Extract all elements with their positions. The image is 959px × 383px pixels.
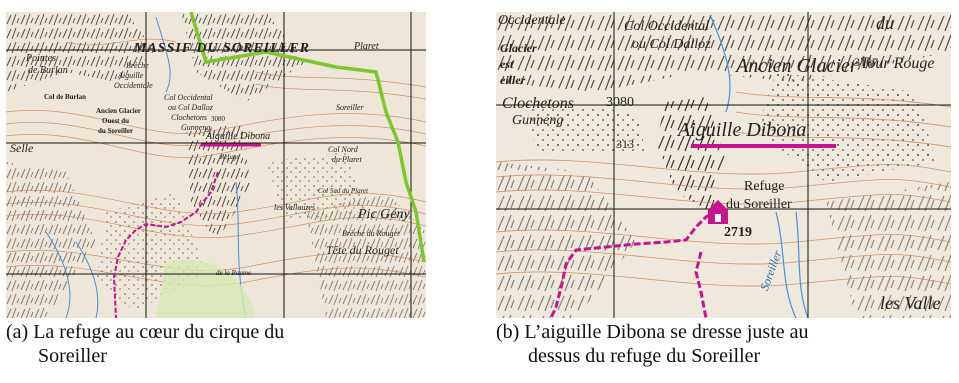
label-du-soreiller: du Soreiller	[726, 197, 792, 212]
label-clochetons: Clochetons	[171, 113, 207, 122]
map-grid	[6, 12, 426, 318]
label-refuge: Refuge	[220, 153, 240, 161]
label-tour-rouge: Tour Rouge	[860, 55, 935, 72]
rock-area	[306, 192, 426, 318]
figure-b: Occidentale Glacier est eiller Col Occid…	[496, 12, 951, 318]
caption-a-line2: Soreiller	[38, 345, 107, 367]
caption-a: (a) La refuge au cœur du cirque du Sorei…	[6, 320, 446, 368]
label-aiguille-dibona: Aiguille Dibona	[678, 119, 807, 141]
rock-area	[656, 97, 726, 212]
label-alt-313: 313	[616, 137, 634, 151]
label-alt-3080: 3080	[211, 115, 225, 123]
label-col-nord: Col Nord	[328, 145, 358, 154]
label-de-la-baume: de la Baume	[216, 269, 251, 277]
label-ancien-glacier: Ancien Glacier	[96, 107, 141, 115]
rock-area	[826, 182, 951, 318]
rock-area	[6, 12, 156, 92]
label-pointes: Pointes	[26, 53, 56, 64]
label-refuge: Refuge	[744, 179, 785, 194]
contour-lines	[496, 91, 951, 287]
contour-lines	[6, 38, 426, 286]
label-gunneng: Gunneng	[512, 113, 564, 128]
caption-b-marker: (b)	[496, 321, 520, 343]
label-clochetons: Clochetons	[502, 95, 574, 112]
scree-area	[756, 72, 936, 182]
figure-a: MASSIF DU SOREILLER Pointes de Burlan Ai…	[6, 12, 426, 318]
streams	[710, 16, 809, 318]
caption-b-line1: L’aiguille Dibona se dresse juste au	[524, 321, 809, 343]
label-occidentale: Occidentale	[114, 81, 153, 90]
label-occidentale: Occidentale	[498, 13, 566, 28]
map-a-graphics	[6, 12, 426, 318]
map-b: Occidentale Glacier est eiller Col Occid…	[496, 12, 951, 318]
caption-b-line2: dessus du refuge du Soreiller	[528, 345, 761, 367]
label-col-occidental: Col Occidental	[624, 19, 710, 34]
label-massif: MASSIF DU SOREILLER	[134, 41, 310, 56]
caption-a-line1: La refuge au cœur du cirque du	[33, 321, 285, 343]
label-gunneng: Gunneng	[181, 123, 211, 132]
refuge-icon	[708, 200, 728, 224]
label-ouest-du: Ouest du	[102, 117, 130, 125]
label-ou-col-dalloz: ou Col Dalloz	[168, 103, 213, 112]
label-eiller: eiller	[500, 73, 526, 87]
label-alt-2719: 2719	[724, 225, 752, 240]
magenta-route	[112, 171, 219, 318]
label-col-de-burlan: Col de Burlan	[44, 93, 87, 101]
label-du-soreiller: du Soreiller	[98, 127, 134, 135]
label-pic-geny: Pic Gény	[358, 207, 410, 222]
caption-b: (b) L’aiguille Dibona se dresse juste au…	[496, 320, 956, 368]
label-glacier: Glacier	[500, 41, 537, 55]
label-de-burlan: de Burlan	[28, 65, 68, 76]
scree-area	[266, 152, 366, 222]
caption-a-marker: (a)	[6, 321, 29, 343]
label-breche-du-rouget: Brèche du Rouget	[342, 229, 400, 238]
label-ou-col-dalloz: ou Col Dalloz	[632, 37, 711, 52]
rock-area	[496, 162, 636, 318]
label-alt-3080: 3080	[606, 95, 634, 110]
map-b-graphics	[496, 12, 951, 318]
label-col-sud: Col Sud du Plaret	[318, 187, 369, 195]
label-breche: Brèche	[126, 61, 149, 70]
label-aiguille-occ: Aiguille	[118, 71, 144, 80]
label-ancien-glacier: Ancien Glacier	[736, 55, 858, 77]
label-les-valle: les Valle	[880, 293, 941, 313]
green-route	[189, 12, 426, 263]
map-a: MASSIF DU SOREILLER Pointes de Burlan Ai…	[6, 12, 426, 318]
label-tete-du-rouget: Tête du Rouget	[326, 243, 399, 257]
magenta-route-branch	[694, 251, 708, 318]
label-selle: Selle	[10, 141, 34, 155]
label-col-occidental: Col Occidental	[164, 93, 213, 102]
label-est: est	[500, 57, 514, 71]
label-alt-3167: 3167	[854, 55, 878, 69]
label-les-vallouzes: les Vallouzes	[274, 203, 316, 212]
label-plaret: Plaret	[354, 41, 379, 52]
scree-area	[526, 102, 646, 152]
magenta-route	[549, 208, 719, 318]
label-aiguille-dibona: Aiguille Dibona	[206, 131, 271, 142]
label-soreiller: Soreiller	[336, 103, 364, 112]
label-du-plaret: du Plaret	[332, 155, 362, 164]
rock-area	[496, 12, 951, 92]
label-du: du	[876, 13, 894, 33]
